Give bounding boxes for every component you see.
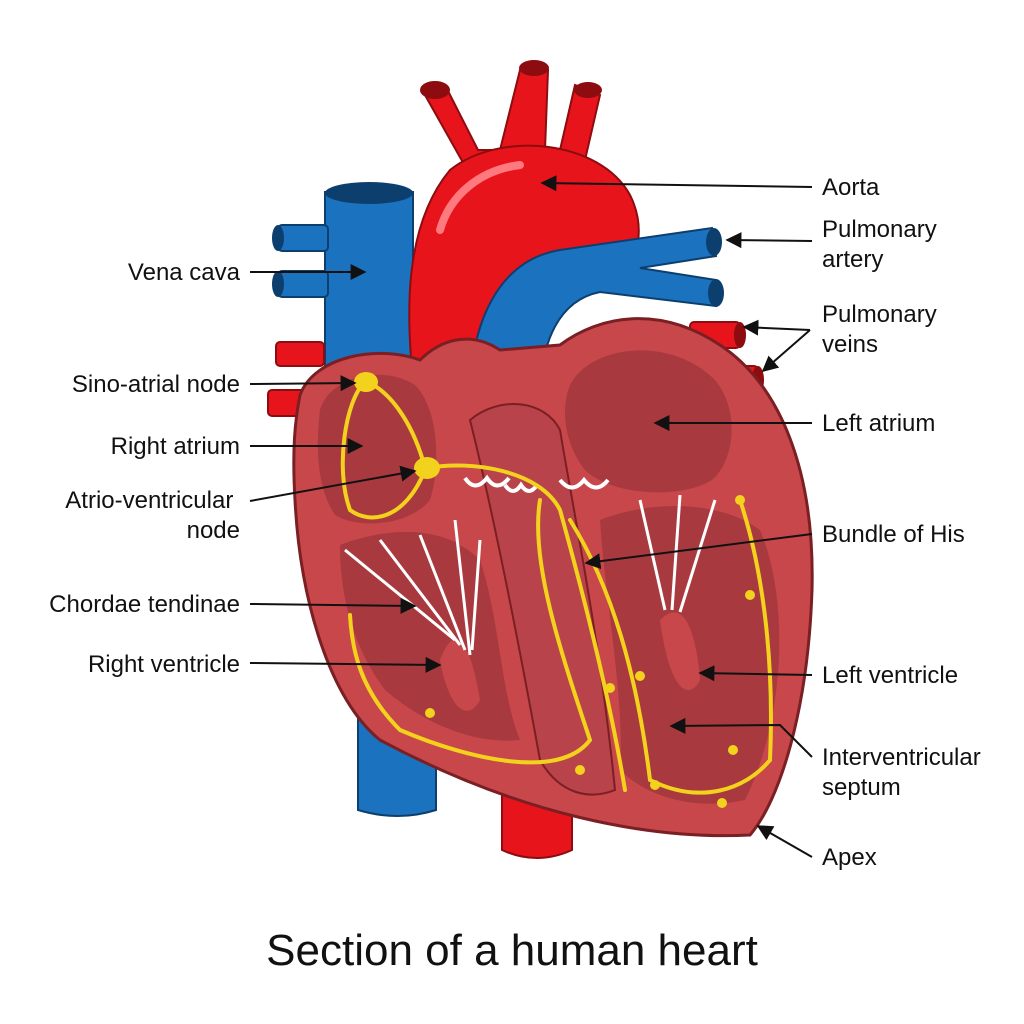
branch-opening bbox=[272, 225, 284, 251]
vena-cava-branch-lower bbox=[277, 270, 329, 298]
label-aorta: Aorta bbox=[822, 174, 880, 201]
label-line: Aorta bbox=[822, 174, 880, 201]
vena-cava-branch-upper bbox=[277, 224, 329, 252]
tricuspid-valve bbox=[463, 474, 511, 488]
atrio-ventricular-node-mark bbox=[414, 457, 440, 479]
septum bbox=[468, 403, 617, 796]
label-line: Left atrium bbox=[822, 410, 935, 437]
artery-opening bbox=[708, 279, 724, 307]
superior-vena-cava-opening bbox=[325, 182, 413, 204]
aortic-valve bbox=[503, 481, 539, 493]
label-line: Pulmonary bbox=[822, 301, 937, 328]
leader-interventricular-septum bbox=[669, 717, 813, 758]
label-interventricular-septum: Interventricular septum bbox=[822, 744, 987, 801]
diagram-title: Section of a human heart bbox=[266, 926, 758, 975]
labels-right: Aorta Pulmonary artery Pulmonary veins L… bbox=[822, 174, 987, 871]
label-line: Interventricular bbox=[822, 744, 981, 771]
label-left-ventricle: Left ventricle bbox=[822, 662, 958, 689]
label-bundle-of-his: Bundle of His bbox=[822, 521, 965, 548]
leader-lines bbox=[249, 175, 813, 858]
leader-bundle-of-his bbox=[584, 533, 813, 570]
label-line: Vena cava bbox=[128, 259, 241, 286]
superior-vena-cava bbox=[324, 191, 414, 383]
label-left-atrium: Left atrium bbox=[822, 410, 935, 437]
label-line: Apex bbox=[822, 844, 877, 871]
label-vena-cava: Vena cava bbox=[128, 259, 241, 286]
label-line: node bbox=[187, 517, 240, 544]
bundle-of-his-path bbox=[426, 463, 627, 792]
label-right-atrium: Right atrium bbox=[111, 433, 240, 460]
label-line: Atrio-ventricular bbox=[65, 487, 233, 514]
leader-pulmonary-veins bbox=[761, 329, 811, 373]
leader-pulmonary-veins bbox=[742, 319, 811, 336]
label-line: Right ventricle bbox=[88, 651, 240, 678]
label-line: Chordae tendinae bbox=[49, 591, 240, 618]
leader-left-ventricle bbox=[698, 665, 813, 682]
leader-aorta bbox=[540, 175, 813, 192]
branch-opening bbox=[272, 271, 284, 297]
right-pulmonary-vein-upper bbox=[275, 341, 325, 367]
label-chordae-tendinae: Chordae tendinae bbox=[49, 591, 240, 618]
branch-opening bbox=[574, 82, 602, 98]
labels-left: Vena cava Sino-atrial node Right atrium … bbox=[49, 259, 240, 678]
left-atrium-chamber bbox=[565, 350, 732, 493]
vein-opening bbox=[734, 322, 746, 348]
right-bundle-branch bbox=[348, 498, 593, 765]
artery-opening bbox=[706, 228, 722, 256]
aorta-highlight bbox=[436, 161, 524, 234]
label-sino-atrial-node: Sino-atrial node bbox=[72, 371, 240, 398]
label-line: artery bbox=[822, 246, 883, 273]
leader-atrio-ventricular-node bbox=[249, 465, 417, 502]
label-line: Sino-atrial node bbox=[72, 371, 240, 398]
right-atrium-chamber bbox=[317, 374, 437, 524]
conduction-system bbox=[340, 372, 773, 808]
purkinje-fibers bbox=[738, 498, 773, 762]
papillary-muscle bbox=[660, 612, 700, 691]
leader-chordae-tendinae bbox=[249, 597, 417, 614]
label-right-ventricle: Right ventricle bbox=[88, 651, 240, 678]
purkinje-dots bbox=[425, 495, 755, 808]
internodal-pathway bbox=[340, 380, 427, 520]
label-line: Right atrium bbox=[111, 433, 240, 460]
heart-body bbox=[292, 317, 814, 838]
branch-opening bbox=[420, 81, 450, 99]
branch-opening bbox=[519, 60, 549, 76]
label-pulmonary-artery: Pulmonary artery bbox=[822, 216, 943, 273]
sino-atrial-node-mark bbox=[354, 372, 378, 392]
label-line: Pulmonary bbox=[822, 216, 937, 243]
leader-sino-atrial-node bbox=[249, 375, 357, 392]
leader-right-ventricle bbox=[249, 656, 442, 673]
label-atrio-ventricular-node: Atrio-ventricular node bbox=[65, 487, 240, 544]
label-line: veins bbox=[822, 331, 878, 358]
leader-apex bbox=[756, 825, 813, 858]
leader-pulmonary-artery bbox=[725, 232, 813, 249]
label-pulmonary-veins: Pulmonary veins bbox=[822, 301, 943, 358]
label-line: Left ventricle bbox=[822, 662, 958, 689]
papillary-muscle bbox=[440, 639, 480, 711]
mitral-valve bbox=[558, 476, 610, 490]
label-apex: Apex bbox=[822, 844, 877, 871]
left-bundle-branch bbox=[568, 518, 772, 795]
label-line: Bundle of His bbox=[822, 521, 965, 548]
label-line: septum bbox=[822, 774, 901, 801]
